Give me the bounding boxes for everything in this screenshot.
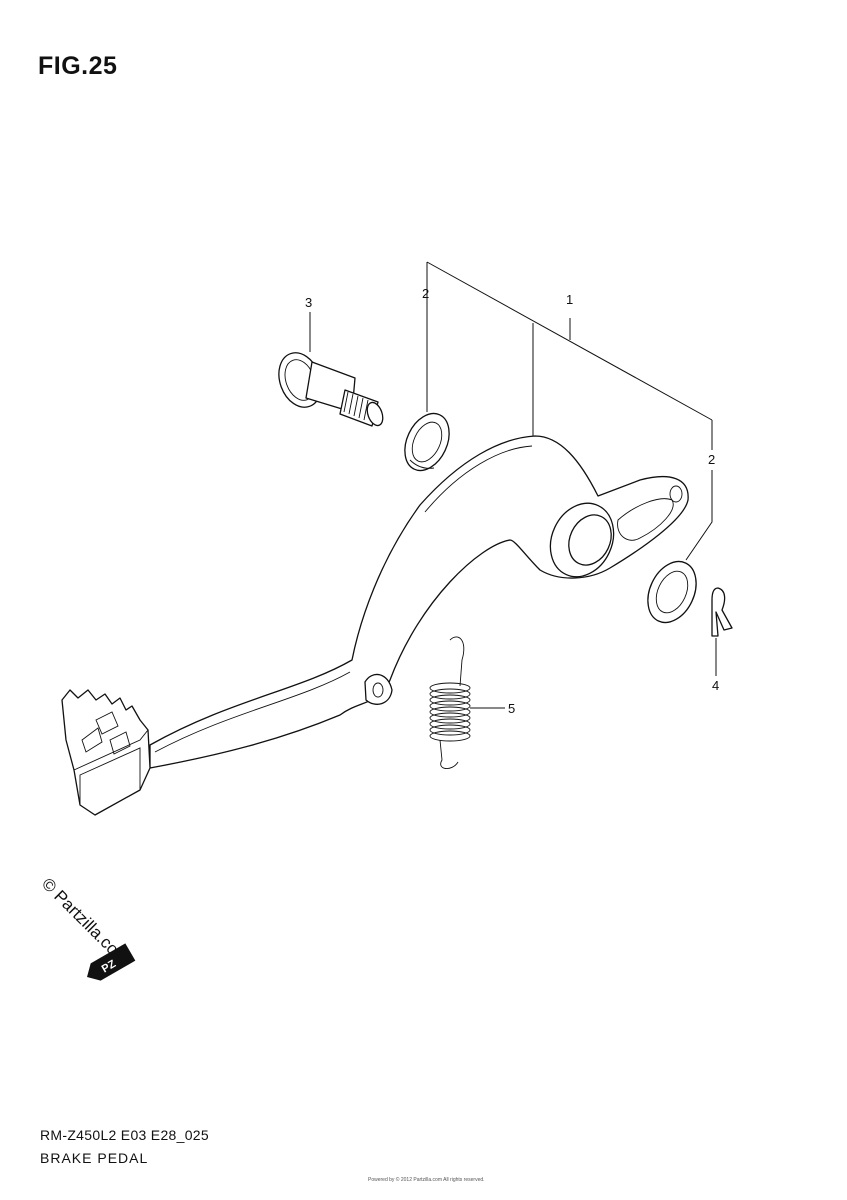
- seal-upper: [404, 412, 450, 472]
- watermark-badge: PZ: [87, 943, 136, 981]
- callout-2-upper: 2: [422, 286, 429, 301]
- model-code: RM-Z450L2 E03 E28_025: [40, 1127, 209, 1143]
- cotter-pin: [711, 587, 733, 637]
- leader-lines: [309, 261, 717, 709]
- footnote: Powered by © 2012 Partzilla.com All righ…: [368, 1177, 485, 1183]
- partzilla-watermark: © Partzilla.com PZ: [38, 874, 136, 981]
- brake-pedal: [61, 435, 689, 816]
- figure-title: FIG.25: [38, 52, 118, 80]
- callout-3: 3: [305, 295, 312, 310]
- part-name: BRAKE PEDAL: [40, 1150, 149, 1166]
- return-spring: [429, 636, 471, 769]
- callout-2-lower: 2: [708, 452, 715, 467]
- callout-1: 1: [566, 292, 573, 307]
- callout-5: 5: [508, 701, 515, 716]
- pivot-bolt: [278, 352, 384, 427]
- callout-4: 4: [712, 678, 719, 693]
- seal-lower: [647, 560, 697, 624]
- callout-labels: 1 2 2 3 4 5: [305, 286, 719, 716]
